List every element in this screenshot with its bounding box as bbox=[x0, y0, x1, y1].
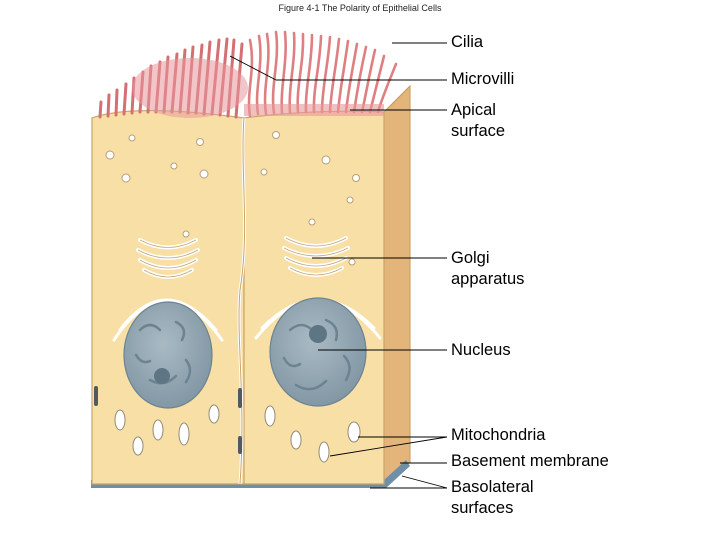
label-basolateral-surfaces: Basolateral surfaces bbox=[451, 478, 534, 517]
nucleolus-right bbox=[309, 325, 327, 343]
label-nucleus: Nucleus bbox=[451, 341, 511, 359]
label-mitochondria: Mitochondria bbox=[451, 426, 546, 444]
label-golgi-apparatus: Golgi apparatus bbox=[451, 249, 525, 288]
desmosomes bbox=[94, 386, 242, 454]
cell-side-face bbox=[383, 84, 411, 488]
label-basement-membrane: Basement membrane bbox=[451, 452, 609, 470]
nucleus-left bbox=[123, 301, 213, 409]
label-microvilli: Microvilli bbox=[451, 70, 515, 88]
nucleus-right bbox=[269, 297, 367, 407]
label-apical-surface: Apical surface bbox=[451, 101, 506, 140]
label-cilia: Cilia bbox=[451, 33, 484, 51]
figure-title: Figure 4-1 The Polarity of Epithelial Ce… bbox=[278, 3, 442, 13]
mitochondria bbox=[114, 404, 361, 463]
microvilli-mass bbox=[132, 58, 248, 118]
leader-lines bbox=[229, 42, 448, 489]
cilia bbox=[247, 30, 398, 118]
left-cell bbox=[91, 109, 245, 485]
nucleolus-left bbox=[154, 368, 170, 384]
vesicles bbox=[105, 131, 360, 266]
